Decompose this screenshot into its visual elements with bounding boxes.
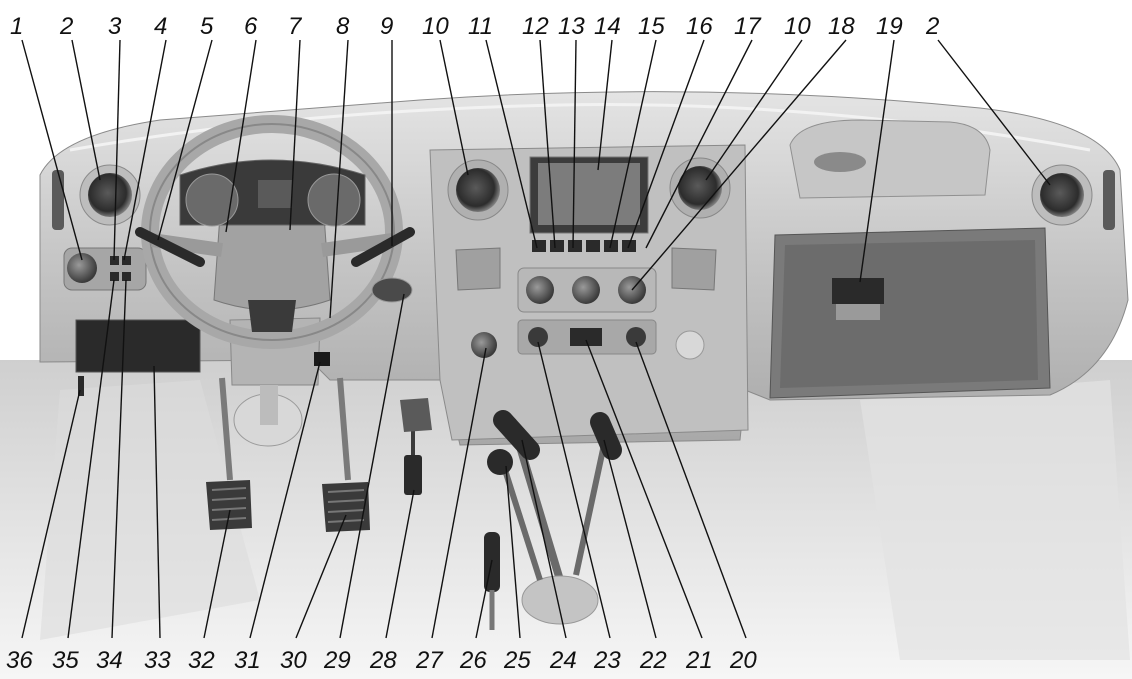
callout-10-left: 10: [422, 13, 449, 40]
dash-tray: [790, 120, 990, 198]
tachometer-icon: [308, 174, 360, 226]
callout-23: 23: [593, 647, 621, 674]
callout-27: 27: [415, 647, 444, 674]
callout-24: 24: [549, 647, 577, 674]
multimedia-display: [530, 157, 648, 233]
callout-25: 25: [503, 647, 531, 674]
vent-icon: [88, 173, 132, 217]
callout-15: 15: [638, 13, 665, 40]
right-edge-vent: [1103, 170, 1115, 230]
callout-4: 4: [154, 13, 167, 40]
climate-control-panel: [518, 268, 656, 312]
callout-2-right: 2: [925, 13, 939, 40]
callout-19: 19: [876, 13, 903, 40]
headlight-range-knob: [471, 332, 497, 358]
bottom-callout-numbers: 36 35 34 33 32 31 30 29 28 27 26 25 24 2…: [6, 647, 757, 674]
cigarette-lighter-socket: [676, 331, 704, 359]
callout-12: 12: [522, 13, 549, 40]
callout-35: 35: [52, 647, 79, 674]
callout-16: 16: [686, 13, 713, 40]
light-switch-panel: [64, 248, 146, 290]
callout-17: 17: [734, 13, 762, 40]
callout-31: 31: [234, 647, 261, 674]
glovebox-handle: [832, 278, 884, 304]
callout-6: 6: [244, 13, 258, 40]
callout-36: 36: [6, 647, 33, 674]
callout-22: 22: [639, 647, 667, 674]
callout-13: 13: [558, 13, 585, 40]
diagnostic-connector: [314, 352, 330, 366]
callout-18: 18: [828, 13, 855, 40]
callout-32: 32: [188, 647, 215, 674]
left-edge-vent: [52, 170, 64, 230]
callout-2-left: 2: [59, 13, 73, 40]
speedometer-icon: [186, 174, 238, 226]
callout-8: 8: [336, 13, 350, 40]
callout-11: 11: [468, 13, 493, 40]
lower-switch-panel: [518, 320, 656, 354]
left-side-vent: [80, 165, 140, 225]
callout-20: 20: [729, 647, 757, 674]
ignition-switch: [372, 278, 412, 302]
callout-21: 21: [685, 647, 713, 674]
callout-7: 7: [288, 13, 303, 40]
callout-34: 34: [96, 647, 123, 674]
center-left-vent: [448, 160, 508, 220]
callout-3: 3: [108, 13, 122, 40]
callout-5: 5: [200, 13, 214, 40]
callout-1: 1: [10, 13, 23, 40]
callout-10-right: 10: [784, 13, 811, 40]
vent-icon: [456, 168, 500, 212]
callout-30: 30: [280, 647, 307, 674]
callout-26: 26: [459, 647, 487, 674]
fan-knob-icon: [526, 276, 554, 304]
usb-socket-icon: [570, 328, 602, 346]
callout-9: 9: [380, 13, 393, 40]
callout-28: 28: [369, 647, 397, 674]
callout-33: 33: [144, 647, 171, 674]
callout-14: 14: [594, 13, 621, 40]
mode-knob-icon: [572, 276, 600, 304]
callout-29: 29: [323, 647, 351, 674]
top-callout-numbers: 1 2 3 4 5 6 7 8 9 10 11 12 13 14 15 16 1…: [10, 13, 939, 40]
glovebox: [770, 228, 1050, 398]
center-right-vent: [670, 158, 730, 218]
